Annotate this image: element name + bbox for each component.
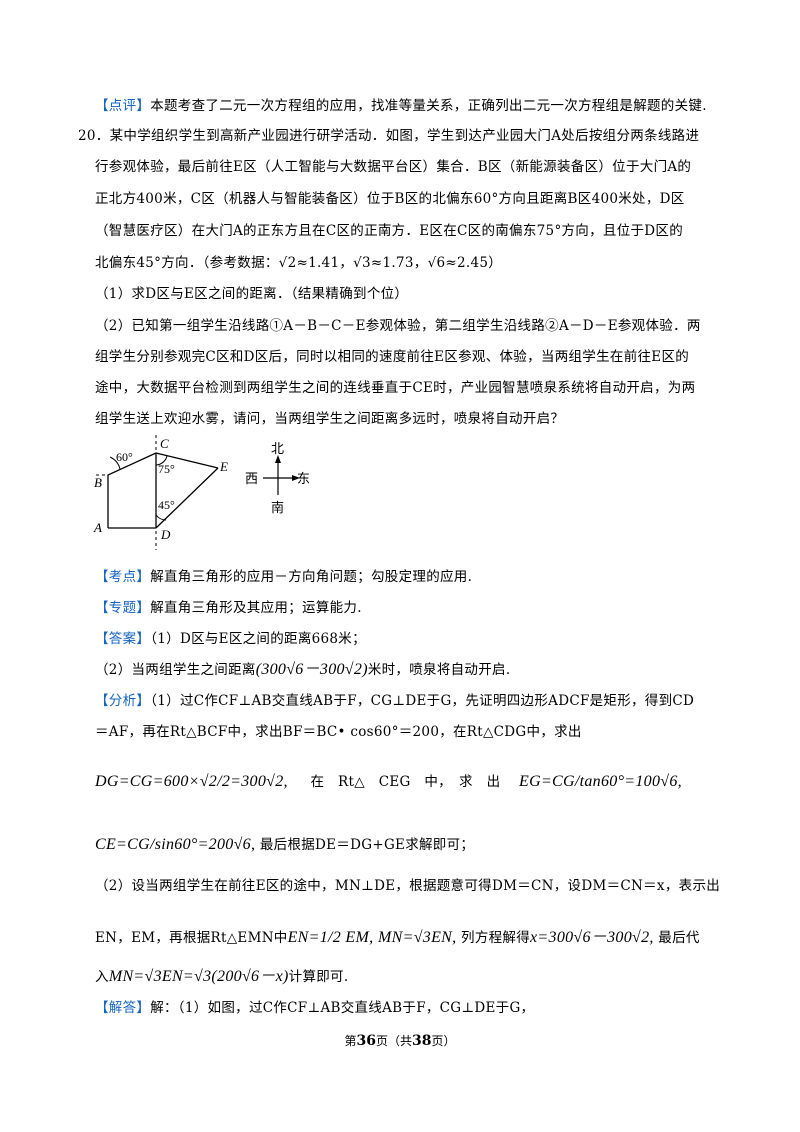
- question-1: （1）求D区与E区之间的距离．（结果精确到个位）: [95, 286, 409, 302]
- north-arrow-icon: [275, 455, 281, 463]
- solution-tag: 【解答】: [95, 1000, 151, 1016]
- analysis-line-6: EN，EM，再根据Rt△EMN中EN=1/2 EM, MN=√3EN, 列方程解…: [95, 928, 725, 948]
- footer-pre: 第: [344, 1034, 357, 1048]
- answer-part-1: （1）D区与E区之间的距离668米；: [150, 631, 366, 647]
- question-2-line-2: 组学生分别参观完C区和D区后，同时以相同的速度前往E区参观、体验，当两组学生在前…: [95, 349, 690, 365]
- x-expression: x=300√6－300√2,: [530, 929, 654, 946]
- analysis-text-6-pre: EN，EM，再根据Rt△EMN中: [95, 930, 288, 946]
- compass-east: 东: [297, 471, 310, 486]
- analysis-text-6-post: 最后代: [658, 930, 700, 946]
- zhuanti-tag: 【专题】: [95, 600, 151, 616]
- angle-75-label: 75°: [158, 462, 175, 476]
- solution-line: 【解答】解：（1）如图，过C作CF⊥AB交直线AB于F，CG⊥DE于G，: [95, 998, 725, 1018]
- problem-line-4: （智慧医疗区）在大门A的正东方且在C区的正南方．E区在C区的南偏东75°方向，且…: [95, 223, 684, 239]
- point-e-label: E: [219, 459, 228, 474]
- mn-calc-expression: MN=√3EN=√3(200√6－x): [108, 968, 289, 985]
- en-expression: EN=1/2 EM,: [287, 929, 374, 946]
- comment-line: 【点评】本题考查了二元一次方程组的应用，找准等量关系，正确列出二元一次方程组是解…: [95, 96, 725, 116]
- dg-expression: DG=CG=600×√2/2=300√2,: [95, 773, 288, 790]
- page-footer: 第36页（共38页）: [0, 1032, 800, 1049]
- east-arrow-icon: [292, 475, 300, 481]
- point-d-label: D: [160, 527, 171, 542]
- analysis-text-1: （1）过C作CF⊥AB交直线AB于F，CG⊥DE于G，先证明四边形ADCF是矩形…: [150, 693, 695, 709]
- question-2-line-1: （2）已知第一组学生沿线路①A－B－C－E参观体验，第二组学生沿线路②A－D－E…: [95, 318, 701, 334]
- kaodian-line: 【考点】解直角三角形的应用－方向角问题；勾股定理的应用.: [95, 567, 725, 587]
- point-a-label: A: [93, 520, 102, 535]
- footer-total-pages: 38: [412, 1033, 432, 1049]
- point-c-label: C: [160, 436, 169, 451]
- analysis-line-4: CE=CG/sin60°=200√6, 最后根据DE＝DG+GE求解即可；: [95, 835, 725, 855]
- compass-west: 西: [245, 471, 258, 486]
- problem-line-5: 北偏东45°方向．（参考数据：√2≈1.41，√3≈1.73，√6≈2.45）: [95, 255, 503, 271]
- analysis-line-2: ＝AF，再在Rt△BCF中，求出BF＝BC• cos60°＝200，在Rt△CD…: [95, 724, 582, 740]
- analysis-text-7-post: 计算即可.: [288, 969, 349, 985]
- ce-expression: CE=CG/sin60°=200√6,: [95, 836, 256, 853]
- zhuanti-line: 【专题】解直角三角形及其应用；运算能力.: [95, 598, 725, 618]
- compass-south: 南: [271, 500, 284, 515]
- problem-text-1: 某中学组织学生到高新产业园进行研学活动．如图，学生到达产业园大门A处后按组分两条…: [109, 128, 700, 144]
- kaodian-tag: 【考点】: [95, 569, 151, 585]
- analysis-text-6-mid: 列方程解得: [461, 930, 531, 946]
- analysis-tag: 【分析】: [95, 693, 151, 709]
- angle-60-label: 60°: [116, 450, 133, 464]
- analysis-line-3: DG=CG=600×√2/2=300√2, 在 Rt△ CEG 中， 求 出 E…: [95, 772, 725, 792]
- analysis-line-5: （2）设当两组学生在前往E区的途中，MN⊥DE，根据题意可得DM＝CN，设DM＝…: [95, 878, 721, 894]
- analysis-text-4: 最后根据DE＝DG+GE求解即可；: [259, 837, 475, 853]
- zhuanti-text: 解直角三角形及其应用；运算能力.: [150, 600, 362, 616]
- comment-tag: 【点评】: [95, 98, 151, 114]
- analysis-line-1: 【分析】（1）过C作CF⊥AB交直线AB于F，CG⊥DE于G，先证明四边形ADC…: [95, 691, 725, 711]
- kaodian-text: 解直角三角形的应用－方向角问题；勾股定理的应用.: [150, 569, 473, 585]
- answer-part-2-expr: (300√6－300√2): [255, 661, 368, 678]
- answer-part-2-post: 米时，喷泉将自动开启.: [367, 662, 511, 678]
- footer-mid: 页（共: [375, 1034, 412, 1048]
- footer-post: 页）: [431, 1034, 456, 1048]
- footer-page-number: 36: [356, 1033, 376, 1049]
- problem-line-1: 20．某中学组织学生到高新产业园进行研学活动．如图，学生到达产业园大门A处后按组…: [78, 126, 708, 146]
- answer-part-2-pre: （2）当两组学生之间距离: [95, 662, 256, 678]
- comment-text: 本题考查了二元一次方程组的应用，找准等量关系，正确列出二元一次方程组是解题的关键…: [150, 98, 707, 114]
- question-2-line-4: 组学生送上欢迎水雾，请问，当两组学生之间距离多远时，喷泉将自动开启？: [95, 411, 565, 427]
- geometry-figure: 60° 75° 45° C B A D E 北 南 西 东: [93, 435, 310, 550]
- analysis-line-7: 入MN=√3EN=√3(200√6－x)计算即可.: [95, 967, 725, 987]
- problem-line-2: 行参观体验，最后前往E区（人工智能与大数据平台区）集合．B区（新能源装备区）位于…: [95, 159, 692, 175]
- eg-expression: EG=CG/tan60°=100√6,: [519, 773, 682, 790]
- point-b-label: B: [94, 475, 102, 490]
- problem-number: 20．: [78, 128, 110, 144]
- problem-line-3: 正北方400米，C区（机器人与智能装备区）位于B区的北偏东60°方向且距离B区4…: [95, 191, 685, 207]
- compass-rose: 北 南 西 东: [245, 441, 310, 515]
- angle-45-label: 45°: [158, 498, 175, 512]
- answer-line-2: （2）当两组学生之间距离(300√6－300√2)米时，喷泉将自动开启.: [95, 660, 725, 680]
- mn-expression: MN=√3EN,: [378, 929, 457, 946]
- question-2-line-3: 途中，大数据平台检测到两组学生之间的连线垂直于CE时，产业园智慧喷泉系统将自动开…: [95, 380, 696, 396]
- answer-line-1: 【答案】（1）D区与E区之间的距离668米；: [95, 629, 725, 649]
- solution-text: 解：（1）如图，过C作CF⊥AB交直线AB于F，CG⊥DE于G，: [150, 1000, 535, 1016]
- compass-north: 北: [271, 441, 284, 456]
- answer-tag: 【答案】: [95, 631, 151, 647]
- analysis-text-7-pre: 入: [95, 969, 109, 985]
- analysis-text-3: 在 Rt△ CEG 中， 求 出: [310, 774, 501, 790]
